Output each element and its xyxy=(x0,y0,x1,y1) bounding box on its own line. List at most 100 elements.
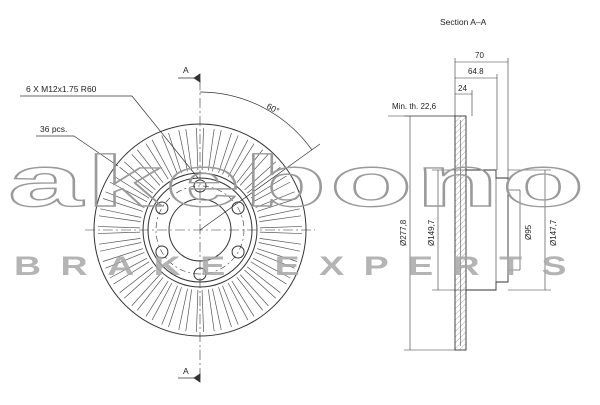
vane-line xyxy=(250,175,287,199)
vane-line xyxy=(201,128,204,171)
vane-line xyxy=(231,143,255,180)
disc-front-view xyxy=(85,80,315,378)
disc-section-view xyxy=(454,115,520,351)
thread-note: 6 X M12x1.75 R60 xyxy=(26,84,97,94)
vane-line xyxy=(131,274,161,307)
vane-line xyxy=(98,215,141,223)
section-mark-bottom: A xyxy=(183,366,189,376)
vane-line xyxy=(102,248,144,262)
vane-line xyxy=(113,261,150,285)
vane-line xyxy=(222,135,239,175)
vane-line xyxy=(151,282,173,321)
diameter-147-7: Ø147,7 xyxy=(549,219,558,246)
vane-line xyxy=(185,289,193,332)
vane-line xyxy=(100,242,142,252)
angle-ray xyxy=(199,143,321,231)
diameter-149-7: Ø149,7 xyxy=(427,219,436,246)
diameter-dimension-lines xyxy=(404,115,551,351)
vane-line xyxy=(151,139,173,178)
vane-line xyxy=(236,149,264,183)
vane-line xyxy=(145,280,169,317)
bolt-hole xyxy=(231,245,245,259)
vane-line xyxy=(98,231,141,234)
vane-line xyxy=(218,286,232,328)
dim-70: 70 xyxy=(475,51,484,60)
vane-line xyxy=(252,181,291,203)
vane-line xyxy=(227,282,249,321)
vane-line xyxy=(178,130,188,172)
vane-line xyxy=(212,288,222,330)
vane-line xyxy=(222,285,239,325)
vane-line xyxy=(145,143,169,180)
vane-line xyxy=(212,130,222,172)
vane-line xyxy=(161,285,178,325)
vane-line xyxy=(207,128,215,171)
dim-24: 24 xyxy=(458,84,467,93)
thread-leader xyxy=(20,95,199,179)
vane-line xyxy=(255,191,295,208)
angle-dimension xyxy=(199,91,321,231)
section-mark-top: A xyxy=(183,65,189,75)
vane-line xyxy=(258,242,300,252)
vane-line xyxy=(100,208,142,218)
vane-line xyxy=(227,139,249,178)
vane-line xyxy=(109,181,148,203)
bolt-hole xyxy=(155,245,169,259)
watermark-brand: akebono xyxy=(8,142,588,222)
vane-line xyxy=(113,175,150,199)
vane-line xyxy=(131,153,161,186)
bolt-hole xyxy=(231,201,245,215)
dim-64-8: 64.8 xyxy=(468,67,484,76)
hat-profile xyxy=(466,169,509,291)
vane-line xyxy=(98,237,141,245)
vane-line xyxy=(247,266,281,294)
vane-line xyxy=(259,237,302,245)
vane-line xyxy=(119,166,153,194)
section-title: Section A–A xyxy=(440,17,487,27)
vane-line xyxy=(244,269,277,299)
vane-line xyxy=(244,161,277,191)
vane-line xyxy=(236,277,264,311)
vane-line xyxy=(252,257,291,279)
vane-line xyxy=(105,252,145,269)
vane-line xyxy=(201,289,204,332)
vane-line xyxy=(247,166,281,194)
diameter-95: Ø95 xyxy=(524,224,533,240)
vane-line xyxy=(123,269,156,299)
vane-line xyxy=(196,128,199,171)
vane-line xyxy=(185,128,193,171)
vane-line xyxy=(256,198,298,212)
cooling-vanes xyxy=(98,128,302,332)
vane-line xyxy=(255,252,295,269)
diameter-277-8: Ø277,8 xyxy=(399,219,408,246)
vane-line xyxy=(178,288,188,330)
vane-line xyxy=(109,257,148,279)
vane-line xyxy=(239,274,269,307)
vane-line xyxy=(196,289,199,332)
vane-line xyxy=(102,198,144,212)
vane-line xyxy=(231,280,255,317)
vane-line xyxy=(218,132,232,174)
angle-label: 60° xyxy=(265,101,281,116)
vane-line xyxy=(168,286,182,328)
vane-line xyxy=(123,161,156,191)
vanes-note: 36 pcs. xyxy=(40,124,67,134)
min-thickness: Min. th. 22,6 xyxy=(392,102,437,111)
vane-line xyxy=(207,289,215,332)
bolt-hole xyxy=(155,201,169,215)
vane-line xyxy=(136,149,164,183)
watermark-tagline: BRAKE EXPERTS xyxy=(14,251,586,281)
vane-line xyxy=(259,226,302,229)
vane-line xyxy=(259,231,302,234)
vane-line xyxy=(105,191,145,208)
vane-line xyxy=(250,261,287,285)
section-cut-marks xyxy=(178,73,201,383)
bolt-circle xyxy=(155,185,245,275)
vane-line xyxy=(98,226,141,229)
vane-line xyxy=(239,153,269,186)
vane-line xyxy=(258,208,300,218)
vane-line xyxy=(256,248,298,262)
vane-line xyxy=(161,135,178,175)
